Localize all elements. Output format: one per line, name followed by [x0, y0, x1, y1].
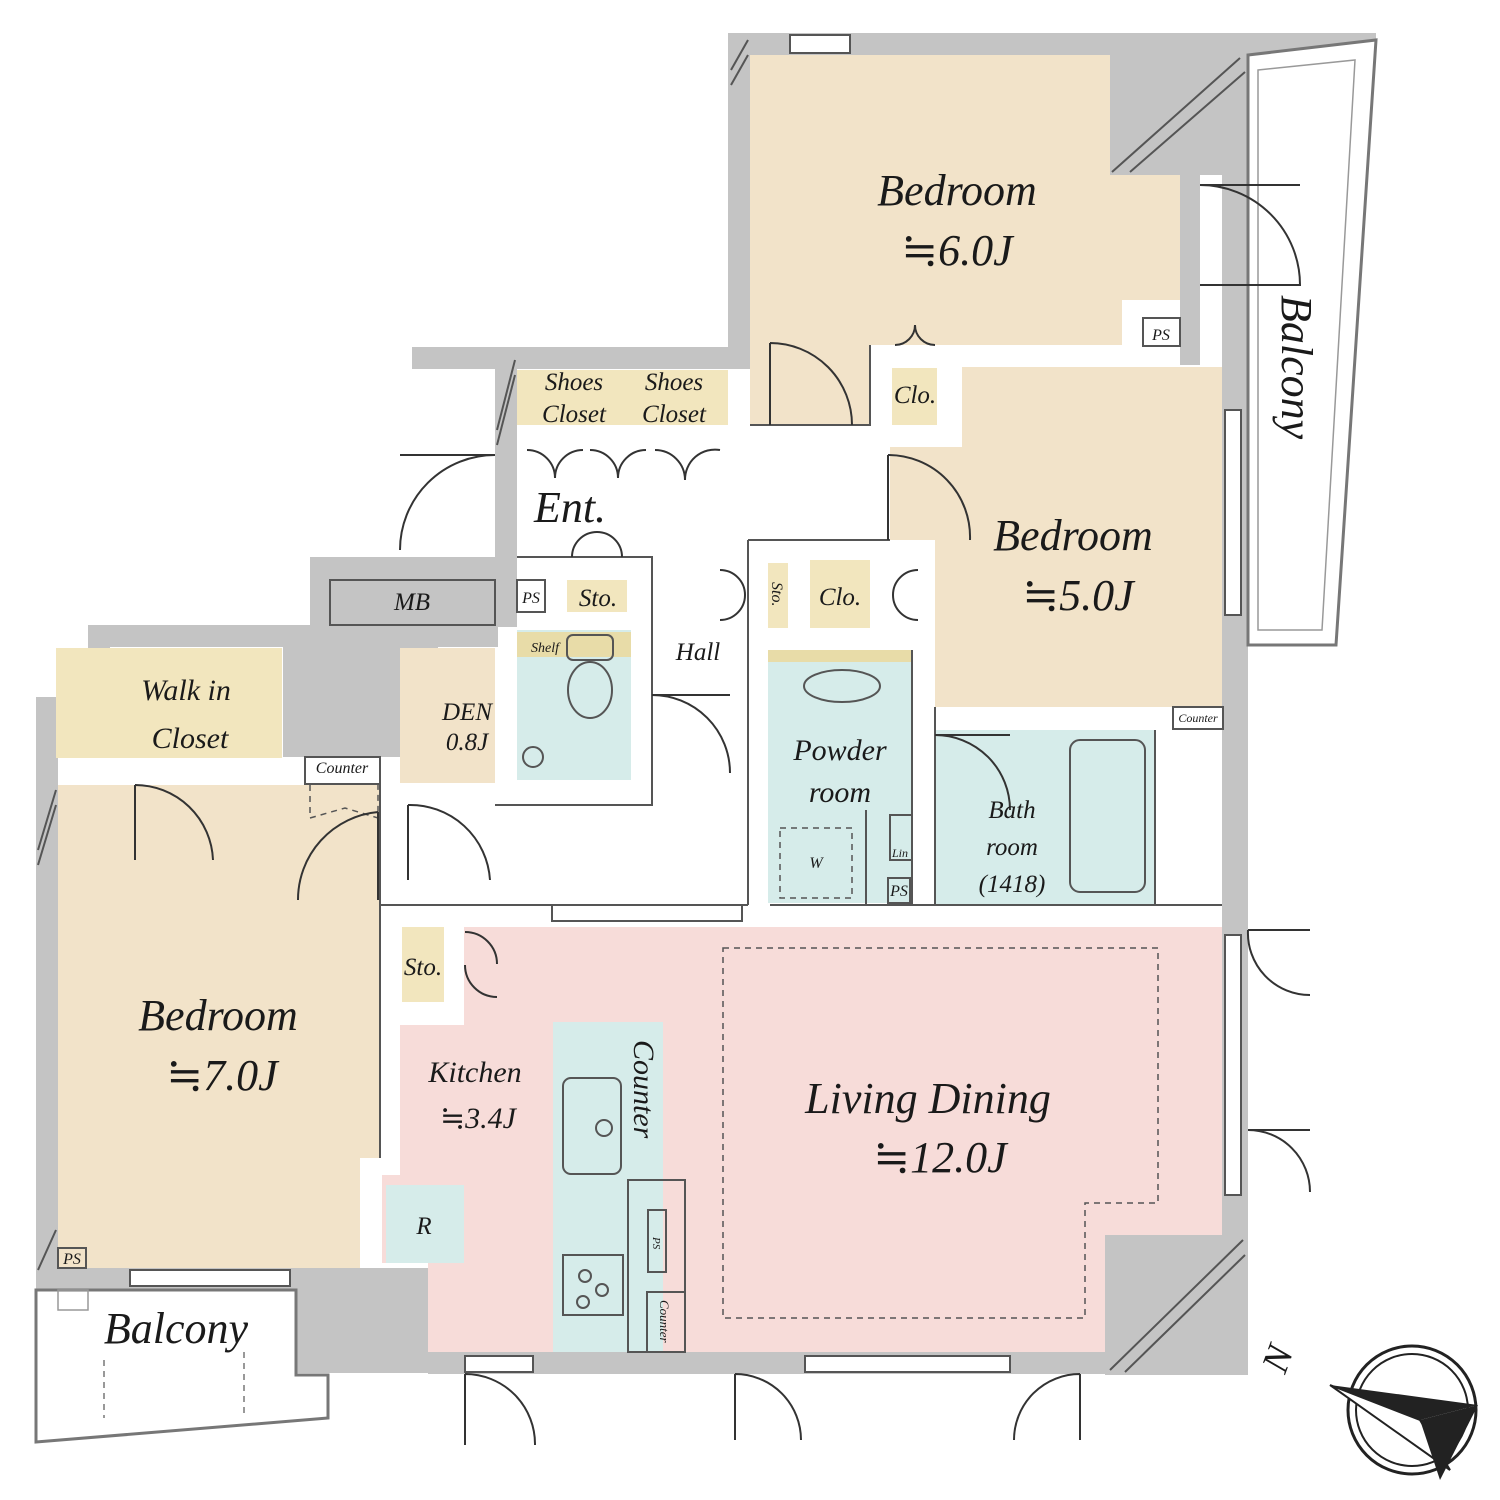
- walkin-fill: [56, 648, 282, 758]
- clo-hall-fill: [810, 560, 870, 628]
- bedroom-ne-name: Bedroom: [877, 166, 1037, 215]
- sto-entry-label: Sto.: [579, 585, 617, 612]
- balconies: [34, 38, 1378, 1444]
- sto-living-fill: [402, 927, 444, 1002]
- powder-counter-fill: [768, 650, 912, 662]
- wall-hatches: [37, 39, 1246, 1373]
- ps-label-powder: PS: [889, 883, 908, 900]
- compass-n-label: N: [1254, 1337, 1303, 1379]
- bath-fill: [935, 730, 1155, 905]
- clo-bed-fill: [892, 368, 937, 425]
- fridge-label: R: [415, 1213, 431, 1240]
- shoes2-line2: Closet: [642, 401, 707, 428]
- sto-hall-label: Sto.: [768, 582, 785, 606]
- powder-line1: Powder: [792, 734, 887, 767]
- washer-label: W: [809, 855, 824, 872]
- ps-label-kitchen: PS: [650, 1236, 662, 1250]
- sto-entry-fill: [567, 580, 627, 612]
- ps-label-ne: PS: [1151, 327, 1170, 344]
- kitchen-name: Kitchen: [427, 1056, 521, 1089]
- interior-lines: [57, 317, 1224, 1353]
- walkin-line2: Closet: [152, 722, 229, 755]
- kitchen-area: ≒3.4J: [440, 1102, 518, 1135]
- shelf-label: Shelf: [531, 641, 561, 656]
- bath-line3: (1418): [979, 871, 1046, 898]
- hall-label: Hall: [675, 639, 721, 666]
- clo-bed-label: Clo.: [894, 382, 936, 409]
- doors: [134, 184, 1311, 1446]
- room-labels: Bedroom ≒6.0J Bedroom ≒5.0J Bedroom ≒7.0…: [104, 166, 1321, 1353]
- walls: [36, 33, 1376, 1375]
- room-fills: [56, 55, 1222, 1352]
- kitchen-counter-label: Counter: [627, 1040, 660, 1139]
- sto-living-label: Sto.: [404, 954, 442, 981]
- living-fill: [382, 927, 1222, 1352]
- counter-label-bedroom: Counter: [316, 760, 369, 777]
- shoes1-line2: Closet: [542, 401, 607, 428]
- shoes1-line1: Shoes: [545, 369, 603, 396]
- balcony-sw-label: Balcony: [104, 1304, 249, 1353]
- linen-label: Lin: [891, 846, 908, 860]
- walkin-line1: Walk in: [141, 674, 231, 707]
- bedroom-e-fill: [890, 367, 1222, 707]
- den-name: DEN: [441, 699, 493, 726]
- living-area: ≒12.0J: [873, 1133, 1009, 1182]
- ps-label-toilet: PS: [521, 590, 540, 607]
- entrance-label: Ent.: [533, 483, 606, 532]
- clo-hall-label: Clo.: [819, 584, 861, 611]
- den-area: 0.8J: [446, 729, 490, 756]
- bath-line2: room: [986, 834, 1038, 861]
- bath-line1: Bath: [988, 797, 1035, 824]
- living-name: Living Dining: [804, 1074, 1051, 1123]
- counter-label-kitchen: Counter: [657, 1300, 672, 1344]
- ps-label-bedroom: PS: [62, 1251, 81, 1268]
- fridge-fill: [386, 1185, 464, 1263]
- powder-fill: [768, 650, 912, 903]
- small-labels: Sto. Sto. Clo. Clo. Sto. PS PS PS PS PS …: [62, 327, 1218, 1344]
- compass-icon: N: [1254, 1337, 1478, 1480]
- bedroom-e-name: Bedroom: [993, 511, 1153, 560]
- powder-line2: room: [809, 776, 871, 809]
- counter-label-bath: Counter: [1178, 711, 1218, 725]
- bedroom-ne-fill: [750, 55, 1180, 425]
- shoes-closet-fill: [517, 370, 728, 425]
- mb-label: MB: [393, 589, 430, 616]
- den-fill: [400, 648, 495, 783]
- bedroom-w-area: ≒7.0J: [166, 1051, 280, 1100]
- bedroom-e-area: ≒5.0J: [1022, 571, 1136, 620]
- bedroom-w-name: Bedroom: [138, 991, 298, 1040]
- shoes2-line1: Shoes: [645, 369, 703, 396]
- windows: [129, 34, 1242, 1373]
- sto-hall-fill: [768, 563, 788, 628]
- bedroom-ne-area: ≒6.0J: [901, 226, 1015, 275]
- balcony-east-label: Balcony: [1272, 295, 1321, 440]
- bedroom-w-fill: [58, 785, 380, 1268]
- dashed-outlines: [309, 785, 1159, 1319]
